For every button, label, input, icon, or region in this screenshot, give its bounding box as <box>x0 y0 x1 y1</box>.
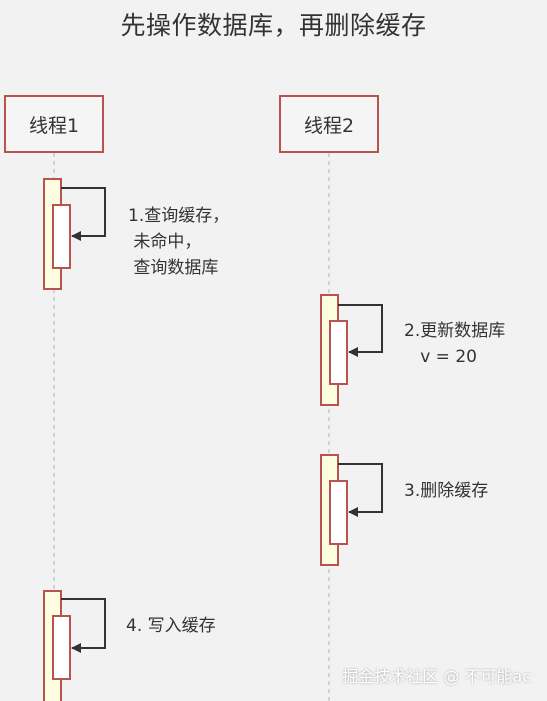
self-message-arrow <box>338 304 383 357</box>
note-line: 未命中， <box>128 232 202 252</box>
activation-step-4 <box>43 590 106 701</box>
actor-thread-2: 线程2 <box>279 95 379 153</box>
step-2-note: 2.更新数据库 v = 20 <box>404 318 505 370</box>
step-3-note: 3.删除缓存 <box>404 478 488 504</box>
diagram-title: 先操作数据库，再删除缓存 <box>120 11 427 40</box>
activation-inner-bar <box>52 204 71 269</box>
activation-step-1 <box>43 178 106 290</box>
actor-thread-1: 线程1 <box>4 95 104 153</box>
note-line: 查询数据库 <box>128 258 219 278</box>
note-line: v = 20 <box>404 347 477 367</box>
note-line: 3.删除缓存 <box>404 481 489 501</box>
activation-step-2 <box>320 294 383 406</box>
self-message-arrow <box>61 598 106 653</box>
note-line: 4. 写入缓存 <box>126 616 216 636</box>
activation-step-3 <box>320 454 383 566</box>
self-message-arrow <box>61 187 106 241</box>
activation-inner-bar <box>52 615 71 680</box>
activation-inner-bar <box>329 320 348 385</box>
activation-inner-bar <box>329 480 348 545</box>
note-line: 1.查询缓存， <box>128 206 230 226</box>
step-1-note: 1.查询缓存， 未命中， 查询数据库 <box>128 203 229 281</box>
watermark: 掘金技术社区 @ 不可能ac <box>342 667 531 686</box>
step-4-note: 4. 写入缓存 <box>126 613 216 639</box>
self-message-arrow <box>338 463 383 517</box>
note-line: 2.更新数据库 <box>404 321 506 341</box>
